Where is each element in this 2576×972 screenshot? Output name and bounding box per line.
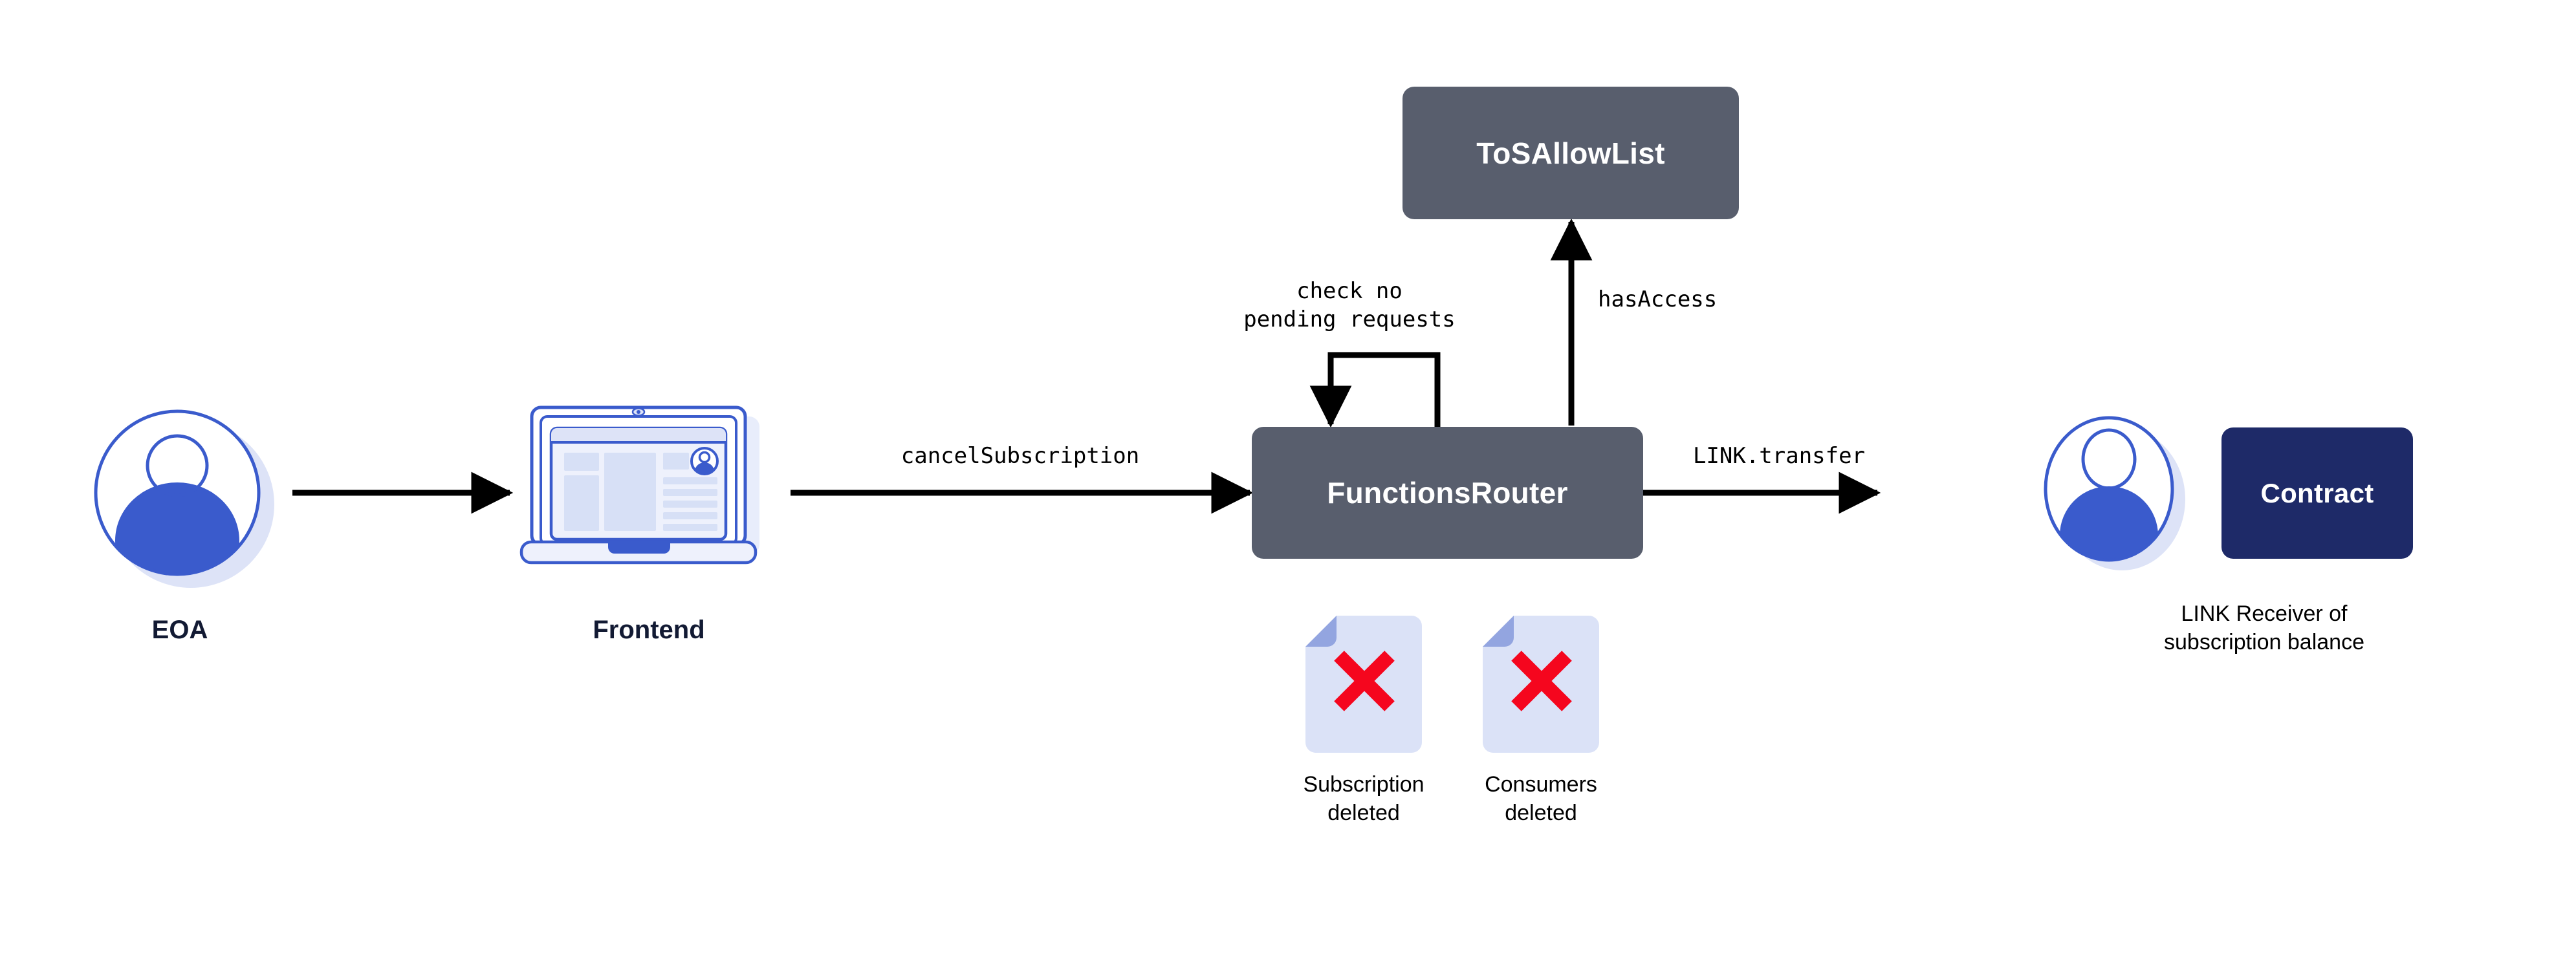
eoa-avatar [91,406,277,592]
edge-label-cancel-subscription: cancelSubscription [901,443,1140,469]
doc-label-line2: deleted [1327,800,1400,825]
document-subscription-deleted [1305,616,1422,753]
link-receiver-label: LINK Receiver of subscription balance [2070,600,2458,656]
doc-label-line2: deleted [1505,800,1577,825]
document-subscription-deleted-label: Subscription deleted [1267,771,1461,827]
receiver-label-line2: subscription balance [2164,629,2364,654]
frontend-label: Frontend [593,616,705,644]
edge-router-self-loop [1309,352,1441,428]
edge-label-check-no-pending-line1: check no [1296,278,1403,304]
document-consumers-deleted [1483,616,1599,753]
receiver-label-line1: LINK Receiver of [2181,601,2348,626]
link-receiver-avatar [2039,413,2188,573]
doc-label-line1: Consumers [1485,772,1597,797]
document-consumers-deleted-label: Consumers deleted [1444,771,1638,827]
node-contract[interactable]: Contract [2221,427,2413,559]
node-functions-router[interactable]: FunctionsRouter [1252,427,1643,559]
edge-label-has-access: hasAccess [1598,286,1718,312]
contract-label: Contract [2260,477,2374,508]
doc-label-line1: Subscription [1303,772,1424,797]
user-avatar-icon [2044,416,2185,570]
document-deleted-icon [1305,616,1422,753]
edge-label-link-transfer: LINK.transfer [1692,443,1866,469]
node-tos-allow-list[interactable]: ToSAllowList [1403,87,1739,219]
tos-allow-list-label: ToSAllowList [1476,136,1665,170]
eoa-label: EOA [151,616,208,644]
functions-router-label: FunctionsRouter [1327,476,1568,510]
edge-label-check-no-pending-line2: pending requests [1243,307,1456,332]
document-deleted-icon [1483,616,1599,753]
user-avatar-icon [94,409,274,588]
frontend-laptop [518,402,779,577]
laptop-icon [519,405,759,565]
